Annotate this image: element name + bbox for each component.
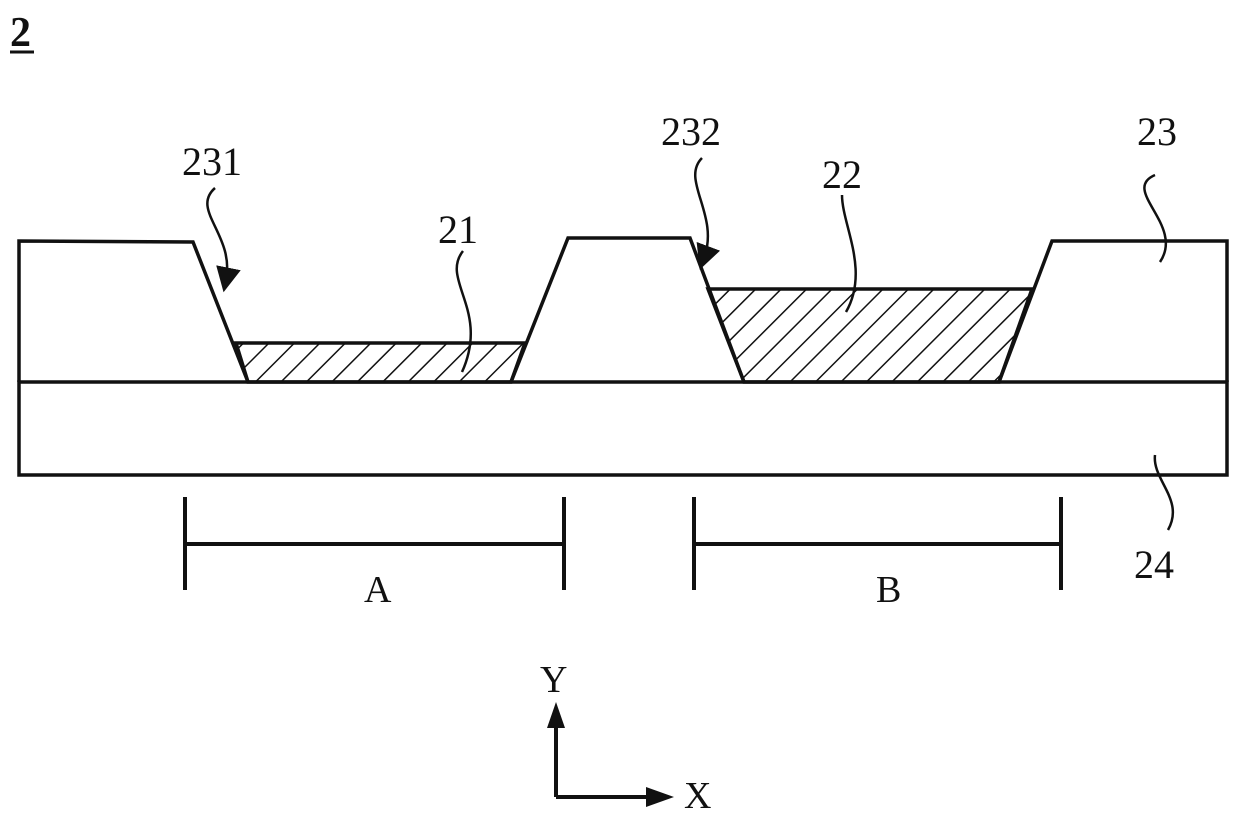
label-24: 24 — [1134, 542, 1174, 587]
label-21: 21 — [438, 207, 478, 252]
axis-label-x: X — [684, 775, 711, 817]
y-axis-arrowhead — [547, 702, 565, 728]
label-22: 22 — [822, 152, 862, 197]
x-axis-arrowhead — [646, 787, 674, 807]
region-label-a: A — [364, 569, 392, 611]
label-231: 231 — [182, 139, 242, 184]
region-label-b: B — [876, 569, 901, 611]
label-23: 23 — [1137, 109, 1177, 154]
figure-number: 2 — [10, 10, 31, 56]
arrow-232 — [695, 158, 708, 258]
bank-layer-right-outline — [999, 241, 1227, 382]
bank-layer-outline — [19, 241, 248, 382]
hatched-layer-21 — [236, 343, 525, 382]
leader-line-23 — [1144, 175, 1165, 262]
leader-line-24 — [1155, 455, 1173, 530]
axis-label-y: Y — [540, 659, 567, 701]
substrate-layer — [19, 382, 1227, 475]
arrow-231 — [207, 188, 227, 280]
hatched-layer-22 — [708, 289, 1032, 382]
label-232: 232 — [661, 109, 721, 154]
bank-layer-middle-outline — [511, 238, 744, 382]
